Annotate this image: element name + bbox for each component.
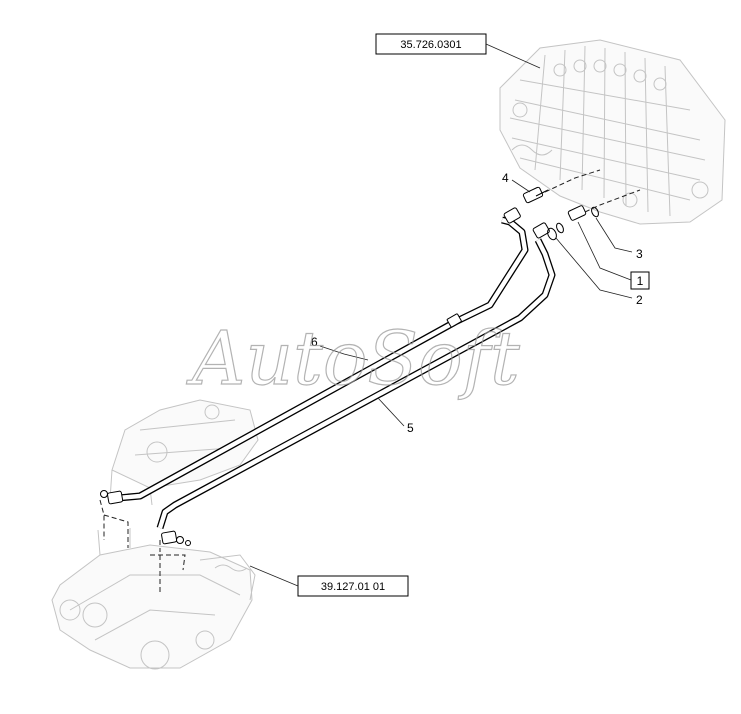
leader-4 (511, 179, 531, 193)
bottom-assembly-dash-lines (99, 499, 186, 595)
leader-5 (377, 397, 405, 427)
callout-1-box[interactable]: 1 (630, 271, 650, 290)
pipe-end-fitting-bottom (100, 490, 191, 546)
leader-1 (577, 221, 632, 281)
reference-box-bracket[interactable]: 39.127.01 01 (297, 575, 409, 597)
callout-2-text: 2 (636, 293, 643, 307)
callout-4-text: 4 (502, 171, 509, 185)
o-ring-3 (591, 206, 599, 218)
leader-valve-ref (485, 43, 541, 69)
hydraulic-pipe-5 (156, 238, 556, 530)
hydraulic-pipe-6 (117, 216, 529, 502)
control-valve-block (499, 39, 726, 225)
callout-5-text: 5 (407, 421, 414, 435)
leader-6 (319, 345, 369, 361)
lower-bracket-assembly (51, 528, 256, 670)
reference-bracket-text: 39.127.01 01 (321, 581, 385, 593)
leader-2 (555, 237, 633, 299)
valve-alignment-dash-lines (544, 169, 641, 213)
adapter-fitting-center (567, 205, 587, 221)
adapter-fitting-4 (522, 186, 549, 204)
callout-6-text: 6 (311, 335, 318, 349)
reference-valve-text: 35.726.0301 (400, 39, 461, 51)
pipe-end-fitting-top (446, 207, 550, 328)
leader-3 (595, 217, 633, 253)
watermark-logo: AutoSoft (186, 316, 520, 402)
leader-bracket-ref (249, 565, 299, 587)
upper-mount-bracket (109, 399, 259, 506)
callout-3-text: 3 (636, 247, 643, 261)
callout-1-text: 1 (637, 274, 644, 288)
o-ring-2 (547, 222, 564, 241)
reference-box-valve[interactable]: 35.726.0301 (375, 33, 487, 55)
